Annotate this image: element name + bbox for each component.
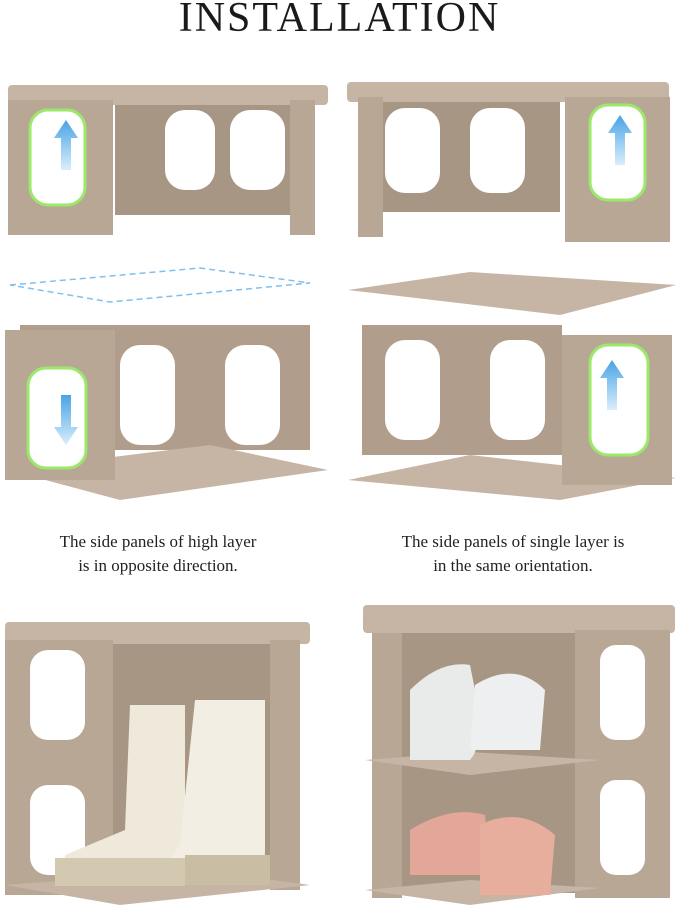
caption-high-layer: The side panels of high layer is in oppo… — [8, 530, 308, 578]
step-2-unit — [5, 267, 328, 500]
stacked-unit-with-sneakers — [363, 605, 675, 905]
arrow-down-icon — [54, 395, 78, 445]
boots — [55, 700, 270, 886]
stacked-unit-with-boots — [5, 622, 310, 905]
step-1-unit — [8, 85, 328, 235]
arrow-up-icon — [600, 360, 624, 410]
caption-line: The side panels of high layer — [59, 532, 257, 551]
caption-single-layer: The side panels of single layer is in th… — [363, 530, 663, 578]
caption-line: is in opposite direction. — [78, 556, 238, 575]
caption-line: The side panels of single layer is — [401, 532, 625, 551]
caption-line: in the same orientation. — [433, 556, 593, 575]
arrow-up-icon — [54, 120, 78, 170]
step-2-unit-mirrored — [348, 272, 676, 500]
lid — [348, 272, 676, 315]
step-1-unit-mirrored — [347, 82, 670, 242]
page-title: INSTALLATION — [178, 0, 501, 41]
dashed-lid-outline — [9, 267, 311, 303]
arrow-up-icon — [608, 115, 632, 165]
